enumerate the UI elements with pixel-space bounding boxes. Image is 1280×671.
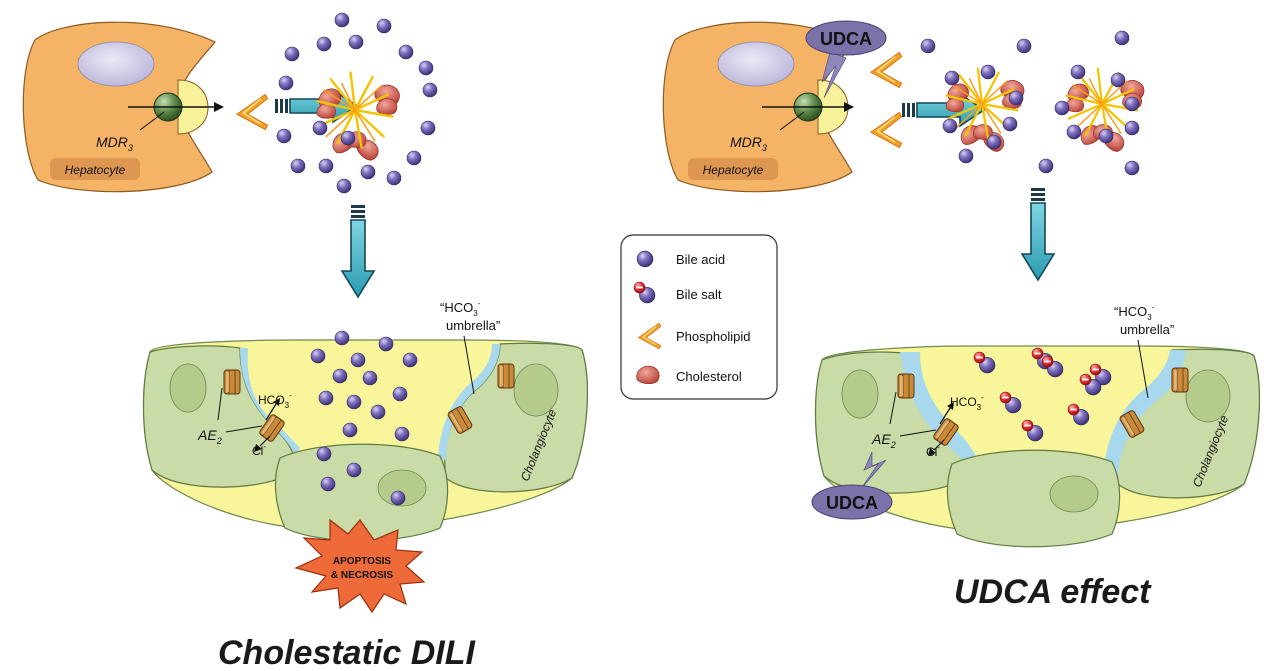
bile-acid-icon: [636, 250, 654, 268]
flow-arrow-down-left: [341, 204, 375, 298]
udca-label-top: UDCA: [820, 29, 872, 49]
umbrella-label-left-line2: umbrella”: [446, 318, 500, 333]
hco3-label-left: HCO3-: [258, 391, 292, 410]
cholangiocyte-left-cell-2: [274, 443, 449, 542]
cl-label-right: Cl-: [926, 443, 940, 459]
hco3-label-right: HCO3-: [950, 393, 984, 412]
udca-badge-bottom: UDCA: [811, 451, 893, 520]
legend-label-bile-acid: Bile acid: [676, 252, 725, 267]
phospholipid-right-1: [870, 51, 903, 89]
right-panel-title: UDCA effect: [954, 573, 1152, 611]
bile-duct-right: AE2 HCO3- Cl- “HCO3- umbrella” Cholangio…: [814, 303, 1261, 548]
udca-label-bottom: UDCA: [826, 493, 878, 513]
apoptosis-necrosis-burst: APOPTOSIS & NECROSIS: [294, 518, 426, 614]
bile-duct-left: AE2 HCO3- Cl- “HCO3- umbrella” Cholangio…: [142, 299, 589, 542]
ae2-label-left: AE2: [197, 427, 222, 446]
legend-label-phospholipid: Phospholipid: [676, 329, 750, 344]
ae2-label-right: AE2: [871, 431, 896, 450]
flow-arrow-right-left: [274, 89, 358, 123]
left-panel-title: Cholestatic DILI: [218, 634, 476, 671]
right-panel: MDR3 Hepatocyte UDCA: [662, 20, 1261, 611]
hco3-umbrella-label-right: “HCO3-: [1114, 303, 1155, 322]
legend-label-bile-salt: Bile salt: [676, 287, 722, 302]
left-hepatocyte: MDR3 Hepatocyte: [22, 21, 224, 193]
mdr3-label-left: MDR3: [96, 134, 133, 153]
burst-line2: & NECROSIS: [331, 570, 394, 581]
hepatocyte-label-left: Hepatocyte: [65, 163, 126, 177]
legend-label-cholesterol: Cholesterol: [676, 369, 742, 384]
cholangiocyte-right-cell-2: [946, 449, 1121, 548]
legend: Bile acid Bile salt Phospholipid Cholest…: [620, 234, 778, 400]
bicarbonate-layer-left-2: [438, 344, 500, 460]
udca-badge-top: UDCA: [805, 20, 887, 99]
bicarbonate-layer-right-2: [1104, 350, 1186, 476]
left-panel: MDR3 Hepatocyte: [22, 12, 589, 671]
hepatocyte-nucleus-left: [77, 41, 155, 87]
micelle-left: [316, 73, 402, 164]
burst-line1: APOPTOSIS: [333, 556, 391, 567]
flow-arrow-down-right: [1021, 187, 1055, 281]
hepatocyte-nucleus-right: [717, 41, 795, 87]
right-hepatocyte: MDR3 Hepatocyte: [662, 21, 856, 193]
phospholipid-right-2: [870, 111, 903, 149]
hepatocyte-cell-right: [662, 21, 856, 193]
mdr3-label-right: MDR3: [730, 134, 767, 153]
hco3-umbrella-label-left: “HCO3-: [440, 299, 481, 318]
hepatocyte-cell-left: [22, 21, 216, 193]
bicarbonate-layer-left-1: [240, 348, 300, 455]
phospholipid-left: [236, 93, 269, 131]
umbrella-label-right-line2: umbrella”: [1120, 322, 1174, 337]
cl-label-left: Cl-: [252, 442, 266, 458]
legend-box: [620, 234, 778, 400]
hepatocyte-label-right: Hepatocyte: [703, 163, 764, 177]
bicarbonate-layer-right-1: [900, 352, 982, 476]
